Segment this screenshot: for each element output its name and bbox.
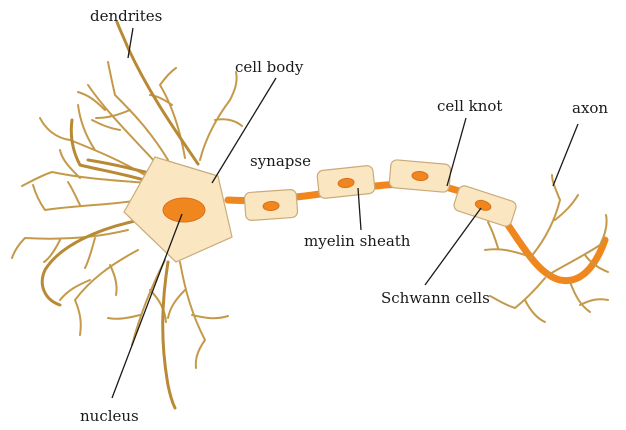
dendrite-branch	[33, 182, 140, 210]
dendrite-branch	[150, 68, 185, 158]
dendrite-main	[42, 220, 140, 305]
leader-schwann-cells	[425, 208, 481, 285]
dendrite-main	[163, 262, 175, 408]
axon-terminals	[485, 175, 608, 322]
dendrite-branch	[96, 62, 168, 160]
schwann-cell	[317, 165, 376, 199]
dendrite-main	[71, 120, 150, 182]
label-cell-knot: cell knot	[437, 97, 502, 115]
label-cell-body: cell body	[235, 58, 304, 76]
nucleus	[163, 198, 205, 222]
label-synapse: synapse	[250, 152, 311, 170]
leader-axon	[553, 124, 578, 186]
label-schwann-cells: Schwann cells	[381, 289, 490, 307]
dendrite-branch	[200, 72, 242, 160]
schwann-cell	[452, 184, 517, 227]
schwann-cell	[244, 189, 298, 221]
label-myelin-sheath: myelin sheath	[304, 232, 411, 250]
dendrite-branch	[168, 262, 228, 368]
dendrite-branch	[60, 250, 138, 335]
label-axon: axon	[572, 99, 608, 117]
axon-terminal-branch	[548, 215, 608, 275]
schwann-cell	[389, 159, 451, 192]
axon-terminal-branch	[530, 175, 578, 258]
leader-cell-knot	[447, 118, 466, 186]
axon-terminal-branch	[490, 278, 545, 322]
dendrite-branch	[12, 230, 128, 268]
label-nucleus: nucleus	[80, 407, 139, 425]
label-dendrites: dendrites	[90, 7, 162, 25]
axon-terminal-branch	[570, 282, 608, 312]
